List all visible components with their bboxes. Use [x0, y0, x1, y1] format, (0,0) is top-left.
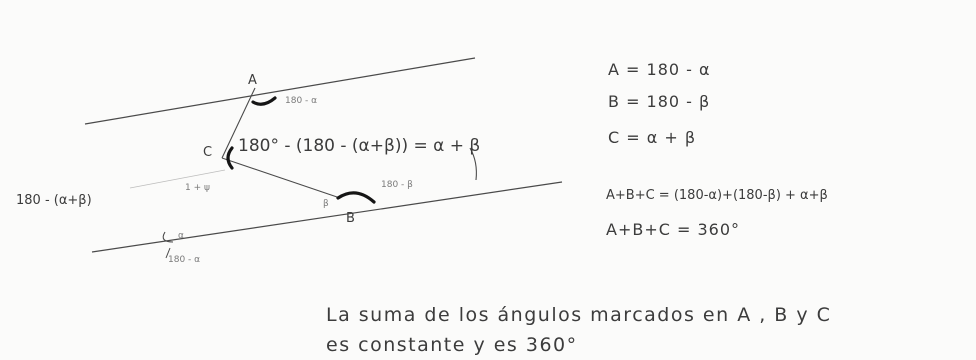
- top-parallel-line: [84, 57, 476, 125]
- equation-sum-expansion: A+B+C = (180-α)+(180-β) + α+β: [606, 188, 828, 203]
- bottom-parallel-line: [91, 181, 563, 253]
- equation-sum-result: A+B+C = 360°: [606, 220, 741, 239]
- equation-b: B = 180 - β: [608, 92, 711, 111]
- segment-c-b: [221, 157, 341, 199]
- label-b: B: [346, 211, 355, 226]
- annotation-left-expr: 180 - (α+β): [16, 193, 92, 208]
- label-alpha: α: [178, 231, 184, 241]
- label-c: C: [203, 145, 212, 160]
- label-a: A: [248, 73, 257, 88]
- annotation-angle-a: 180 - α: [285, 96, 317, 106]
- annotation-angle-b: 180 - β: [381, 180, 413, 190]
- middle-line: [129, 169, 226, 189]
- bracket-mark: [469, 147, 477, 181]
- angle-arc-b: [336, 191, 376, 204]
- angle-arc-alpha: [162, 231, 174, 243]
- equation-a: A = 180 - α: [608, 60, 711, 79]
- label-beta: β: [323, 199, 329, 209]
- conclusion-line-2: es constante y es 360°: [326, 334, 578, 356]
- small-tick: [165, 247, 171, 259]
- equation-c: C = α + β: [608, 128, 697, 147]
- annotation-angle-c: 180° - (180 - (α+β)) = α + β: [238, 136, 480, 156]
- segment-a-c: [221, 87, 256, 159]
- conclusion-line-1: La suma de los ángulos marcados en A , B…: [326, 304, 832, 326]
- annotation-angle-bottom: 180 - α: [168, 255, 200, 265]
- angle-arc-c: [226, 146, 234, 170]
- annotation-left-mark: 1 + ψ: [185, 183, 210, 193]
- angle-arc-a: [251, 96, 277, 106]
